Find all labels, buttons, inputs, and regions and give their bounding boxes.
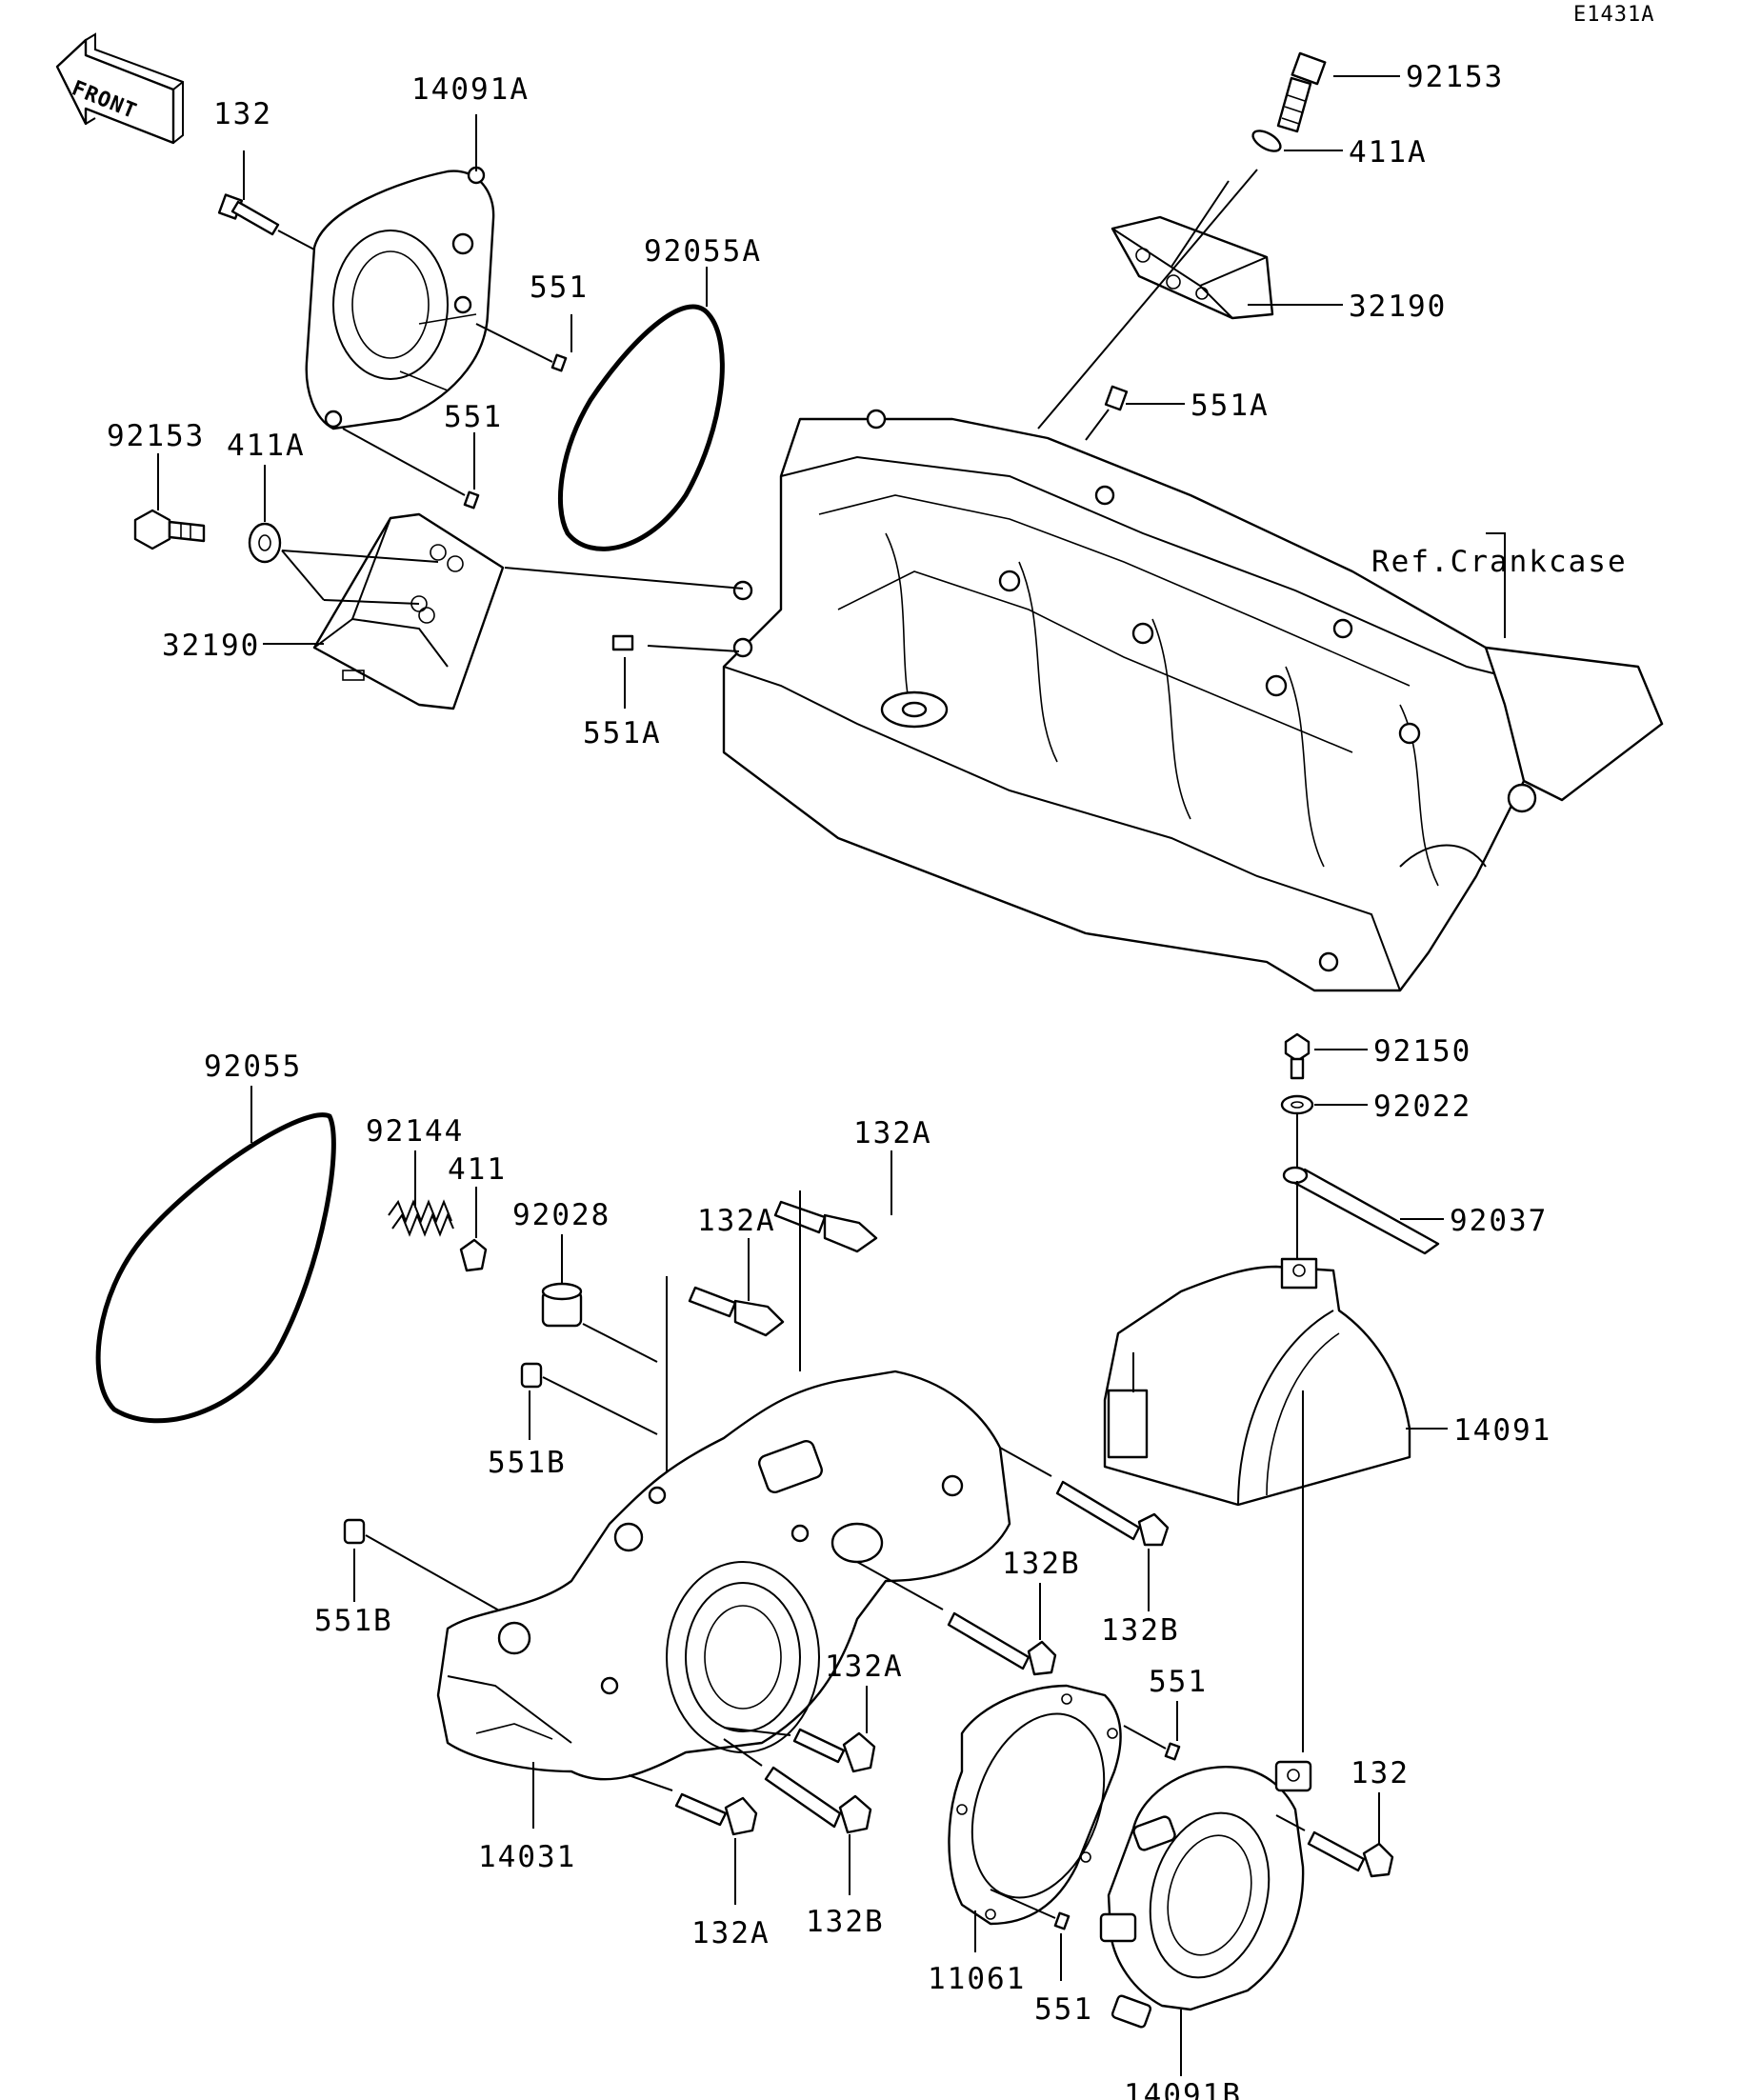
washer-icon: [1280, 1094, 1314, 1115]
bolt-icon: [1055, 1480, 1170, 1547]
o-ring-92055: [95, 1112, 336, 1424]
callout-411A-top: 411A: [1349, 135, 1428, 170]
callout-551-lower-a: 551: [1149, 1665, 1208, 1699]
front-arrow-icon: [55, 32, 184, 145]
callout-411A-left: 411A: [227, 429, 306, 463]
bushing-icon: [541, 1282, 583, 1328]
bolt-icon: [764, 1766, 872, 1834]
housing-14031: [436, 1370, 1011, 1781]
crankcase-ref-label: Ref.Crankcase: [1371, 545, 1628, 579]
callout-92037: 92037: [1450, 1204, 1548, 1238]
bolt-icon: [773, 1200, 878, 1253]
bolt-icon: [1284, 1032, 1311, 1080]
bolt-icon: [688, 1286, 785, 1337]
drawing-code: E1431A: [1573, 3, 1654, 27]
callout-14091: 14091: [1453, 1413, 1551, 1448]
callout-92055A: 92055A: [644, 234, 762, 269]
callout-551B-b: 551B: [314, 1604, 393, 1638]
strap-92037: [1282, 1166, 1440, 1255]
callout-92022: 92022: [1373, 1090, 1471, 1124]
bolt-icon: [947, 1611, 1057, 1676]
washer-icon: [248, 522, 282, 564]
callout-32190-left: 32190: [162, 629, 260, 663]
callout-132B-b: 132B: [1002, 1547, 1081, 1581]
callout-92055: 92055: [204, 1050, 302, 1084]
callout-551A-upper: 551A: [1191, 389, 1270, 423]
bracket-32190-right: [1111, 215, 1274, 320]
callout-132-lower: 132: [1351, 1756, 1410, 1790]
cover-14091A: [305, 166, 495, 430]
callout-14091B: 14091B: [1124, 2078, 1242, 2100]
dowel-pin-icon: [550, 353, 568, 372]
callout-92153-left: 92153: [107, 419, 205, 453]
callout-92028: 92028: [512, 1198, 610, 1232]
dowel-pin-icon: [1104, 385, 1129, 411]
cover-14091: [1103, 1257, 1411, 1507]
dowel-pin-icon: [1164, 1742, 1181, 1761]
bolt-icon: [792, 1728, 876, 1773]
callout-32190-right: 32190: [1349, 290, 1447, 324]
callout-551A-lower: 551A: [583, 716, 662, 750]
spring-icon: [388, 1199, 454, 1237]
bolt-icon: [1276, 51, 1327, 133]
callout-132A-bottom: 132A: [691, 1916, 770, 1950]
callout-11061: 11061: [928, 1962, 1026, 1996]
bolt-icon: [1307, 1830, 1394, 1878]
gasket-11061: [948, 1684, 1122, 1926]
cover-14091B: [1099, 1760, 1312, 2029]
callout-14091A: 14091A: [411, 72, 530, 107]
washer-icon: [1251, 130, 1282, 152]
callout-551-upper-b: 551: [444, 400, 503, 434]
callout-132A-mid: 132A: [697, 1204, 776, 1238]
callout-132B-bottom: 132B: [806, 1905, 885, 1939]
bolt-icon: [674, 1792, 758, 1836]
callout-551-lower-b: 551: [1034, 1992, 1093, 2027]
bolt-icon: [133, 509, 206, 550]
dowel-pin-icon: [1053, 1911, 1071, 1930]
callout-132A-top: 132A: [853, 1116, 932, 1150]
callout-551B-a: 551B: [488, 1446, 567, 1480]
callout-14031: 14031: [478, 1840, 576, 1874]
bolt-icon: [217, 193, 280, 236]
callout-92150: 92150: [1373, 1034, 1471, 1069]
o-ring-92055A: [557, 304, 725, 551]
callout-551-upper-a: 551: [530, 270, 589, 305]
crankcase-reference: [722, 409, 1664, 992]
bracket-32190-left: [312, 512, 505, 710]
callout-92153-top: 92153: [1406, 60, 1504, 94]
callout-411: 411: [448, 1152, 507, 1187]
clip-icon: [459, 1238, 488, 1272]
callout-132B-a: 132B: [1101, 1613, 1180, 1648]
dowel-pin-icon: [520, 1362, 543, 1389]
dowel-pin-icon: [611, 634, 634, 651]
dowel-pin-icon: [463, 490, 480, 510]
callout-132A-low: 132A: [825, 1650, 904, 1684]
dowel-pin-icon: [343, 1518, 366, 1545]
callout-92144: 92144: [366, 1114, 464, 1149]
callout-132-upper: 132: [213, 97, 272, 131]
